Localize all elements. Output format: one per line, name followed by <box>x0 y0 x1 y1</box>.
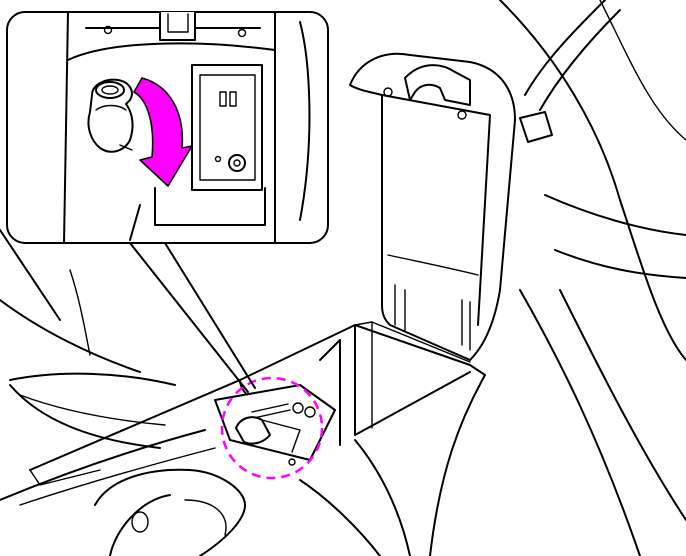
socket-cap-icon <box>87 78 134 153</box>
socket-panel <box>191 64 263 191</box>
armrest-lid <box>349 52 516 361</box>
seat-belt <box>519 0 621 143</box>
accessory-socket-location <box>214 384 336 466</box>
storage-compartment <box>319 321 471 446</box>
center-console <box>0 324 486 556</box>
driver-seat <box>0 229 176 449</box>
rotate-arrow-icon <box>133 77 193 187</box>
cup-holder <box>29 468 246 556</box>
highlight-circle <box>220 376 324 480</box>
passenger-seat-back <box>499 0 686 556</box>
callout-leader <box>129 242 256 393</box>
